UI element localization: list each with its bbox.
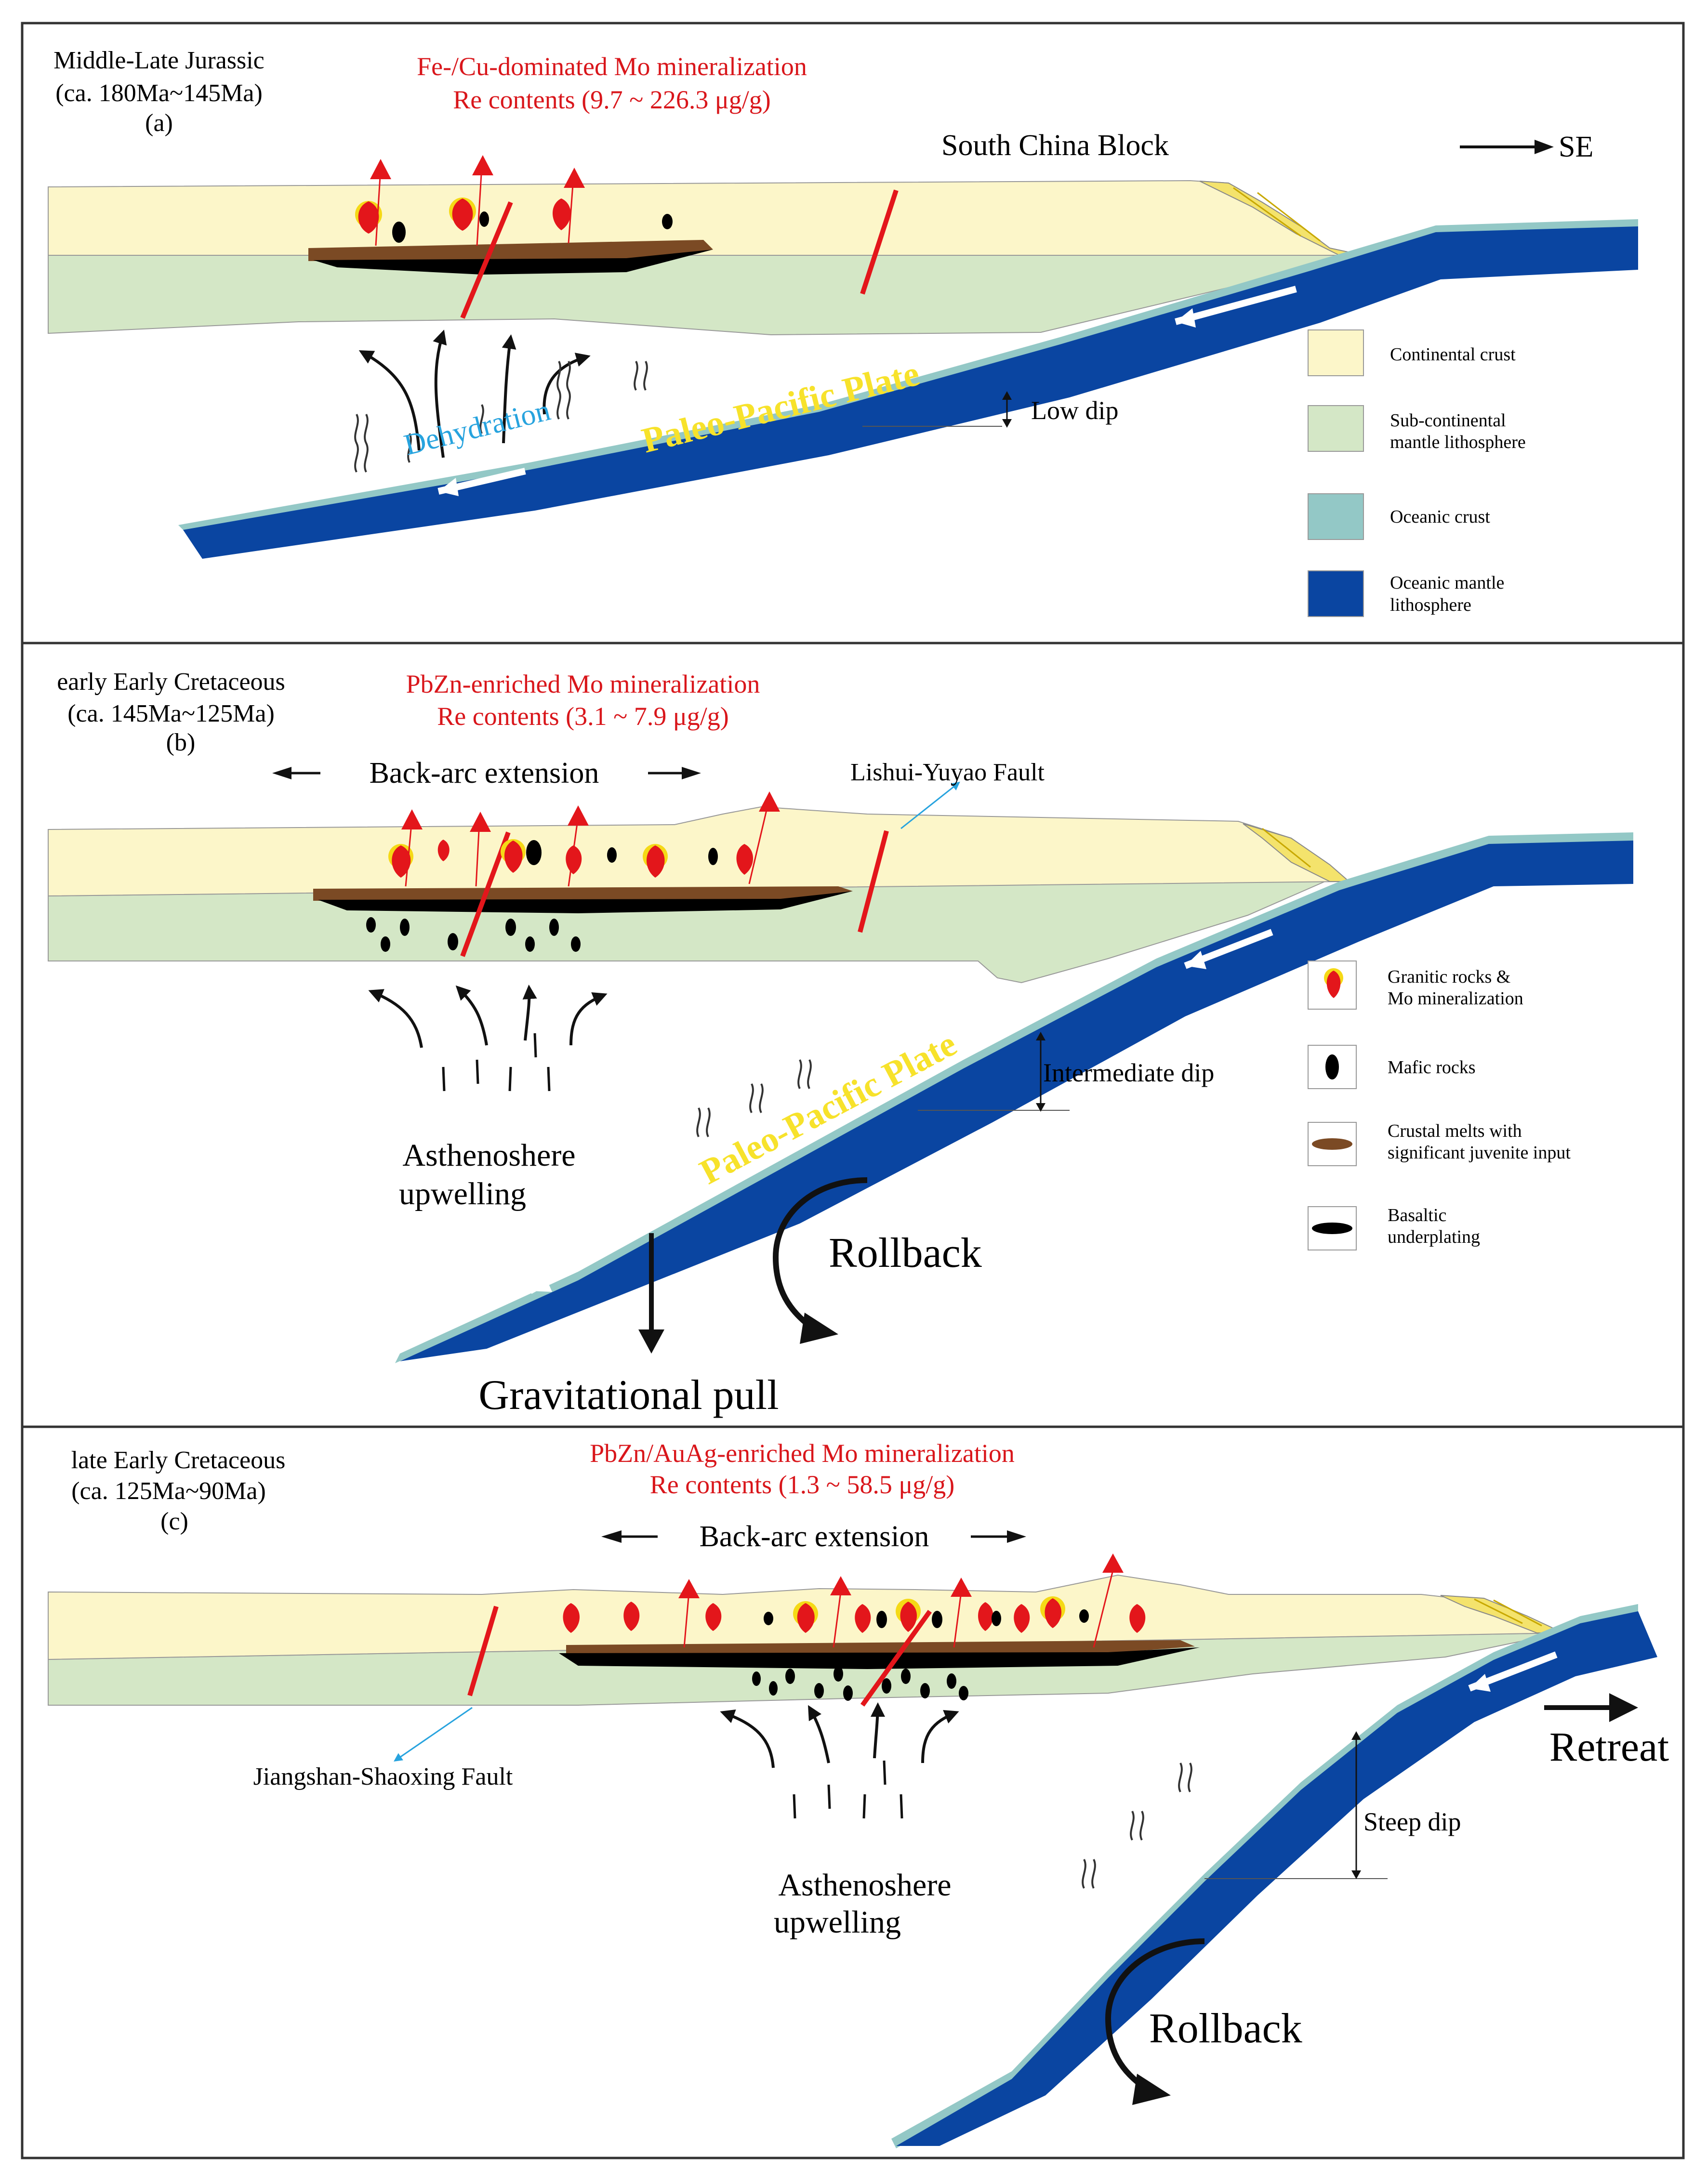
dehydration-label: Dehydration	[401, 394, 554, 462]
extension-label-b: Back-arc extension	[370, 757, 599, 789]
granite-group-a	[355, 155, 673, 246]
upwelling-label-c-1: Asthenoshere	[778, 1868, 951, 1903]
crustal-melt-b	[313, 886, 853, 901]
crustal-melt-a	[308, 240, 713, 261]
fault-a1	[460, 201, 513, 319]
legend-swatch-continental	[1308, 329, 1364, 376]
panel-c-title-line1: PbZn/AuAg-enriched Mo mineralization	[590, 1439, 1015, 1468]
pull-label: Gravitational pull	[478, 1372, 779, 1419]
fault-b2	[858, 830, 889, 933]
panel-b-letter: (b)	[166, 729, 196, 756]
basaltic-underplating-b	[318, 891, 853, 913]
legend-label-mantle-2: mantle lithosphere	[1390, 432, 1526, 452]
legend-label-granite-1: Granitic rocks &	[1388, 967, 1510, 987]
legend-label-underplating-2: underplating	[1388, 1227, 1480, 1247]
panel-c-letter: (c)	[160, 1508, 188, 1535]
fault-a2	[860, 189, 899, 295]
legend-label-melts-2: significant juvenite input	[1388, 1143, 1571, 1163]
legend-label-melts-1: Crustal melts with	[1388, 1121, 1522, 1141]
figure-frame	[21, 22, 1685, 2159]
granite-group-b	[388, 791, 780, 887]
panel-c-title-line2: Re contents (1.3 ~ 58.5 μg/g)	[650, 1470, 955, 1499]
panel-a-age-line1: Middle-Late Jurassic	[53, 47, 265, 74]
basaltic-underplating-c	[559, 1647, 1200, 1669]
dip-label-b: Intermediate dip	[1043, 1058, 1214, 1087]
legend-label-oceanic-mantle-2: lithosphere	[1390, 595, 1471, 615]
fault-label-c: Jiangshan-Shaoxing Fault	[253, 1763, 513, 1790]
panel-b-age-line1: early Early Cretaceous	[57, 668, 285, 696]
panel-c: late Early Cretaceous (ca. 125Ma~90Ma) (…	[48, 1439, 1669, 2148]
mantle-flow-arrows-c	[720, 1702, 959, 1768]
continental-crust-b	[48, 806, 1346, 897]
asthenosphere-ticks-c	[793, 1760, 903, 1819]
legend-label-mantle-1: Sub-continental	[1390, 410, 1506, 431]
panel-a-title-line1: Fe-/Cu-dominated Mo mineralization	[417, 52, 807, 81]
oceanic-mantle-c	[896, 1611, 1657, 2146]
legend-label-continental: Continental crust	[1390, 344, 1516, 365]
oceanic-mantle-b	[400, 841, 1633, 1361]
rollback-arrow-b	[772, 1177, 868, 1332]
fault-c1	[467, 1605, 499, 1697]
fault-pointer-c	[394, 1707, 473, 1762]
upwelling-label-c-2: upwelling	[774, 1905, 901, 1940]
mafic-rocks-b	[366, 917, 581, 952]
legend-swatch-oceanic-mantle	[1308, 570, 1364, 617]
rollback-label-c: Rollback	[1149, 2005, 1302, 2052]
panel-a-letter: (a)	[145, 109, 173, 137]
fault-label-b: Lishui-Yuyao Fault	[850, 759, 1045, 786]
legend-b: Granitic rocks & Mo mineralization Mafic…	[1308, 960, 1571, 1250]
panel-a-age-line2: (ca. 180Ma~145Ma)	[55, 79, 263, 107]
legend-label-mafic: Mafic rocks	[1388, 1057, 1476, 1078]
asthenosphere-ticks-b	[442, 1033, 551, 1092]
panel-b-age-line2: (ca. 145Ma~125Ma)	[67, 700, 275, 727]
legend-label-underplating-1: Basaltic	[1388, 1205, 1446, 1225]
dip-label-c: Steep dip	[1363, 1807, 1461, 1836]
mantle-flow-arrows-b	[368, 985, 608, 1048]
mafic-rocks-c	[752, 1666, 968, 1701]
crustal-melt-c	[566, 1640, 1195, 1655]
panel-a: Middle-Late Jurassic (ca. 180Ma~145Ma) (…	[48, 47, 1638, 617]
panel-b-title-line2: Re contents (3.1 ~ 7.9 μg/g)	[437, 702, 729, 731]
mantle-flow-arrows-a	[358, 329, 591, 458]
legend-swatch-mantle	[1308, 405, 1364, 452]
accretionary-wedge-a	[1199, 181, 1364, 256]
legend-label-granite-2: Mo mineralization	[1388, 988, 1523, 1009]
slab-motion-arrow-a1	[1175, 286, 1297, 325]
fluid-squiggles-a	[354, 361, 648, 473]
rollback-label-b: Rollback	[829, 1230, 982, 1276]
fault-c2	[860, 1610, 932, 1707]
panel-c-age-line2: (ca. 125Ma~90Ma)	[71, 1477, 266, 1505]
retreat-label: Retreat	[1549, 1724, 1669, 1770]
extension-label-c: Back-arc extension	[700, 1520, 929, 1553]
panel-b-title-line1: PbZn-enriched Mo mineralization	[406, 670, 760, 698]
panel-c-age-line1: late Early Cretaceous	[71, 1447, 286, 1474]
upwelling-label-b-1: Asthenoshere	[402, 1138, 575, 1173]
direction-label: SE	[1559, 131, 1593, 163]
legend-swatch-oceanic-crust	[1308, 493, 1364, 540]
fluid-squiggles-b	[696, 1059, 812, 1137]
oceanic-mantle-a	[183, 226, 1638, 559]
granite-group-c	[563, 1553, 1146, 1648]
block-label: South China Block	[941, 129, 1169, 162]
upwelling-label-b-2: upwelling	[399, 1176, 526, 1211]
legend-a: Continental crust Sub-continental mantle…	[1308, 329, 1526, 617]
fault-pointer-b	[900, 781, 960, 829]
legend-label-oceanic-crust: Oceanic crust	[1390, 507, 1490, 527]
basaltic-underplating-a	[313, 250, 713, 275]
rollback-arrow-c	[1105, 1938, 1205, 2093]
oceanic-crust-a	[178, 219, 1638, 535]
dip-label-a: Low dip	[1031, 396, 1119, 425]
panel-a-title-line2: Re contents (9.7 ~ 226.3 μg/g)	[453, 85, 771, 114]
fluid-squiggles-c	[1082, 1763, 1192, 1889]
panel-b: early Early Cretaceous (ca. 145Ma~125Ma)…	[48, 668, 1633, 1419]
legend-label-oceanic-mantle-1: Oceanic mantle	[1390, 573, 1504, 593]
